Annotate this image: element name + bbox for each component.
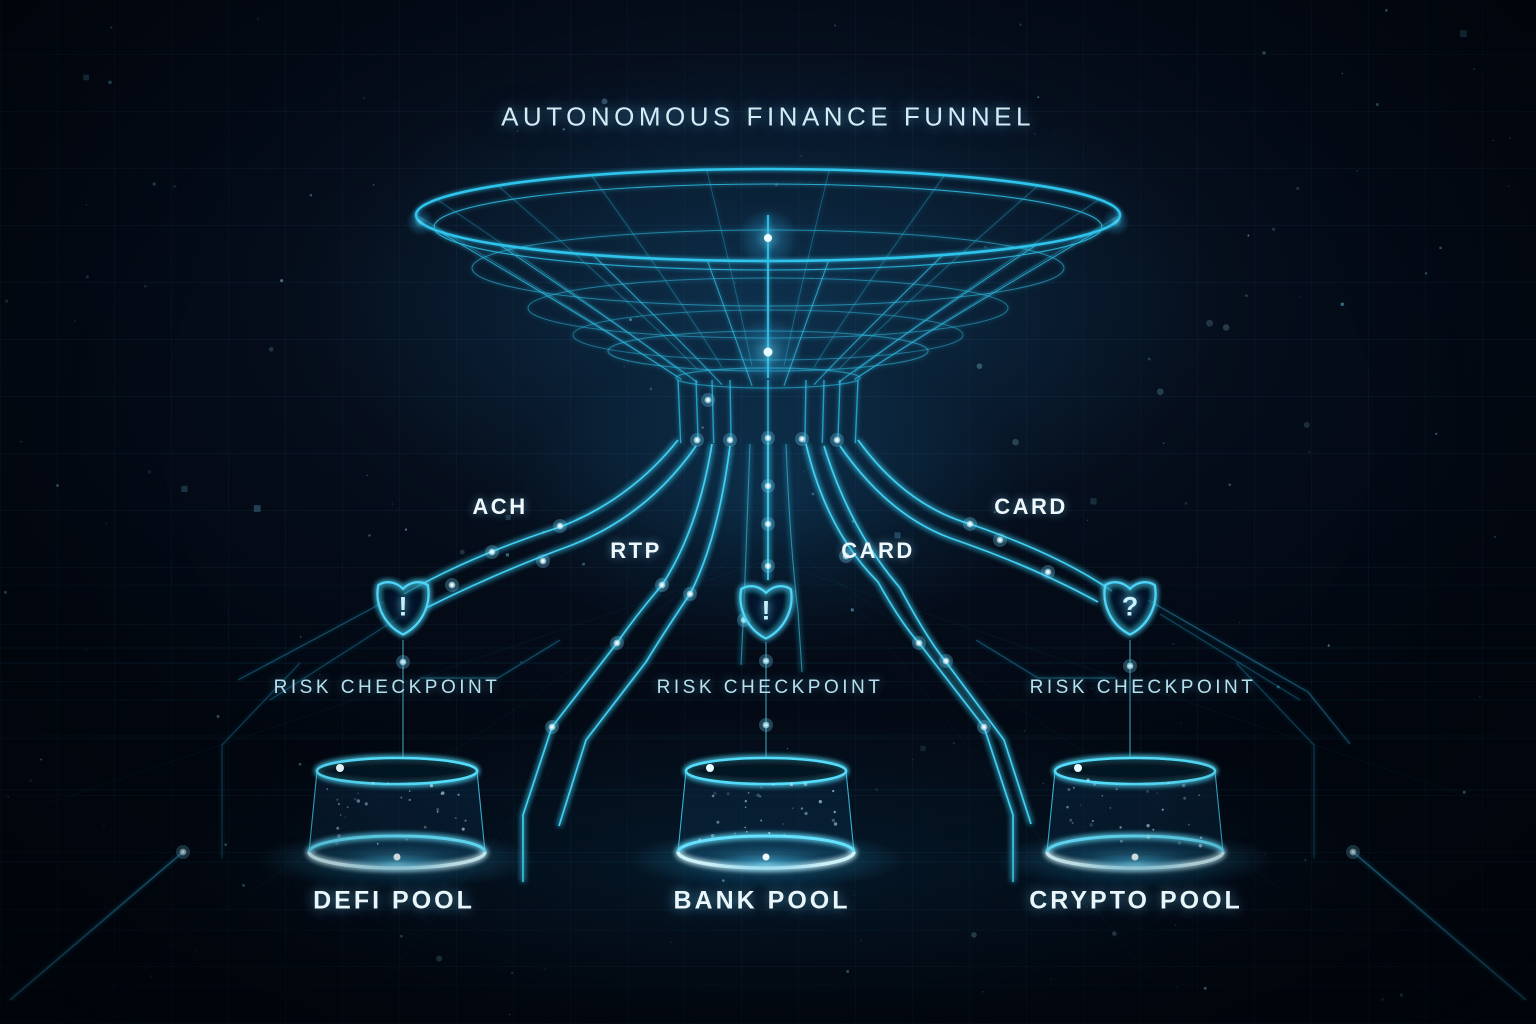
shield-glyph-left: ! [398, 591, 408, 622]
shield-alert-icon [376, 581, 430, 636]
funnel-hotspots [406, 208, 1130, 388]
shield-glyph-right: ? [1121, 591, 1139, 622]
stream-label-card-mid: CARD [841, 538, 915, 563]
shield-alert-icon [739, 585, 793, 640]
checkpoint-label-right: RISK CHECKPOINT [1029, 677, 1257, 698]
checkpoint-label-left: RISK CHECKPOINT [273, 677, 501, 698]
shield-question-icon [1103, 581, 1157, 636]
pool-label-crypto: CRYPTO POOL [1029, 886, 1243, 915]
pool-cylinder-crypto [995, 756, 1275, 890]
pool-cylinder-defi [257, 756, 537, 890]
stream-label-card-right: CARD [994, 494, 1068, 519]
stream-packet-dots [176, 393, 1360, 859]
stream-label-rtp: RTP [610, 538, 662, 563]
pools-art [257, 756, 1275, 890]
pool-label-bank: BANK POOL [673, 886, 851, 915]
shield-glyph-center: ! [761, 595, 771, 626]
checkpoints-art [376, 581, 1157, 762]
diagram-title: AUTONOMOUS FINANCE FUNNEL [501, 101, 1035, 132]
stream-label-ach: ACH [472, 494, 528, 519]
ambient-particles [4, 8, 1512, 1016]
pool-speckles [326, 778, 1203, 848]
pool-label-defi: DEFI POOL [313, 886, 475, 915]
pool-cylinder-bank [626, 756, 906, 890]
checkpoint-label-center: RISK CHECKPOINT [656, 677, 884, 698]
